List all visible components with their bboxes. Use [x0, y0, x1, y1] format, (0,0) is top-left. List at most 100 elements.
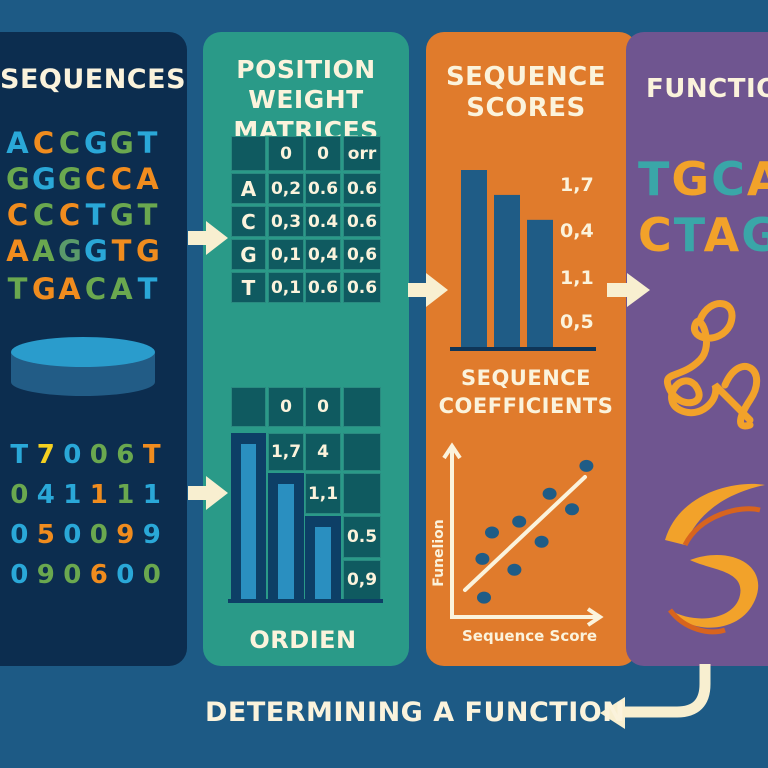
- scatter-point: [512, 515, 527, 528]
- sequence-char: C: [32, 198, 58, 232]
- sequence-char: T: [7, 272, 31, 306]
- arrow-right-icon: [188, 476, 228, 510]
- number-char: 0: [142, 560, 161, 590]
- function-sequence-1: TGCA: [638, 152, 768, 206]
- sequence-char: G: [110, 198, 137, 232]
- sequence-char: T: [111, 234, 135, 268]
- number-char: 0: [10, 520, 29, 550]
- scatter-point: [475, 552, 490, 565]
- sequence-char: A: [32, 234, 58, 268]
- arrow-right-icon: [607, 273, 650, 307]
- arrow-right-icon: [188, 221, 228, 255]
- scores-title-1: SEQUENCE: [445, 62, 607, 92]
- sequence-char: T: [137, 272, 161, 306]
- score-bar: [527, 219, 553, 348]
- pwm-value-cell: 0.6: [305, 173, 341, 204]
- footer-label: DETERMINING A FUNCTION: [205, 697, 626, 728]
- coef-title-1: SEQUENCE: [460, 366, 592, 390]
- pwm2-header-cell: 0: [305, 387, 341, 427]
- scatter-point: [579, 459, 594, 472]
- protein-fold-icon: [663, 300, 765, 635]
- function-char: G: [741, 208, 768, 262]
- number-char: T: [142, 440, 161, 470]
- score-label-4: 0,5: [560, 311, 594, 333]
- pwm2-value-cell: 1,7: [268, 433, 304, 471]
- score-bar: [494, 194, 520, 348]
- pwm-value-cell: 0,6: [343, 239, 381, 270]
- number-char: 7: [36, 440, 55, 470]
- function-char: A: [703, 208, 742, 262]
- pwm2-header-cell: [231, 387, 266, 427]
- sequence-row: TGACAT: [6, 272, 162, 306]
- sequence-row: CCCTGT: [6, 198, 162, 232]
- sequence-row: GGGCCA: [6, 162, 162, 196]
- sequence-char: C: [58, 126, 84, 160]
- function-char: C: [638, 208, 674, 262]
- pwm-base-label: T: [231, 272, 266, 303]
- pwm2-value-cell: 1,1: [305, 473, 341, 514]
- sequence-char: G: [32, 162, 59, 196]
- number-char: 6: [116, 440, 135, 470]
- sequence-char: C: [84, 162, 110, 196]
- pwm-header-cell: 0: [305, 136, 341, 171]
- number-char: T: [10, 440, 29, 470]
- sequence-char: T: [137, 126, 161, 160]
- pwm-footer: ORDIEN: [249, 626, 357, 654]
- sequence-char: C: [6, 198, 32, 232]
- sequence-char: T: [137, 198, 161, 232]
- pwm2-bar: [278, 484, 294, 599]
- scatter-point: [485, 526, 499, 539]
- sequence-char: G: [6, 162, 33, 196]
- scores-title-2: SCORES: [466, 93, 586, 123]
- pwm-value-cell: 0.4: [305, 206, 341, 237]
- sequence-char: A: [110, 272, 136, 306]
- sequence-char: T: [85, 198, 109, 232]
- sequence-char: A: [136, 162, 162, 196]
- number-char: 6: [89, 560, 108, 590]
- function-sequence-2: CTAG: [638, 208, 768, 262]
- pwm2-value-cell: 0.5: [343, 516, 381, 558]
- pwm-value-cell: 0.6: [343, 272, 381, 303]
- pwm2-bar-cell: [305, 516, 341, 600]
- sequence-char: C: [84, 272, 110, 306]
- sequence-char: A: [58, 272, 84, 306]
- number-char: 1: [63, 480, 82, 510]
- pwm-value-cell: 0.6: [305, 272, 341, 303]
- number-char: 0: [10, 480, 29, 510]
- sequence-char: C: [110, 162, 136, 196]
- pwm2-bar: [241, 444, 256, 599]
- pwm-base-label: A: [231, 173, 266, 204]
- number-char: 5: [36, 520, 55, 550]
- pwm-base-label: G: [231, 239, 266, 270]
- pwm2-bar: [315, 527, 331, 599]
- pwm-value-cell: 0,1: [268, 272, 304, 303]
- sequence-char: G: [58, 162, 85, 196]
- pwm2-header-cell: 0: [268, 387, 304, 427]
- x-axis: [450, 607, 604, 627]
- coef-title-2: COEFFICIENTS: [438, 394, 614, 418]
- function-char: C: [711, 152, 747, 206]
- pwm-value-cell: 0,2: [268, 173, 304, 204]
- sequence-char: G: [58, 234, 85, 268]
- pwm-header-cell: orr: [343, 136, 381, 171]
- number-char: 9: [142, 520, 161, 550]
- number-char: 1: [116, 480, 135, 510]
- database-icon: [11, 337, 155, 396]
- pwm-value-cell: 0,4: [305, 239, 341, 270]
- sequence-char: G: [84, 234, 111, 268]
- pwm2-bar-cell: [268, 473, 304, 600]
- coefficients-scatter-plot: [442, 442, 604, 627]
- function-char: T: [673, 208, 704, 262]
- pwm-header-cell: [231, 136, 266, 171]
- number-char: 0: [63, 520, 82, 550]
- number-char: 4: [36, 480, 55, 510]
- function-title: FUNCTIO: [646, 74, 768, 104]
- pwm-value-cell: 0,3: [268, 206, 304, 237]
- number-char: 0: [10, 560, 29, 590]
- number-char: 9: [116, 520, 135, 550]
- score-label-1: 1,7: [560, 174, 594, 196]
- number-char: 0: [63, 440, 82, 470]
